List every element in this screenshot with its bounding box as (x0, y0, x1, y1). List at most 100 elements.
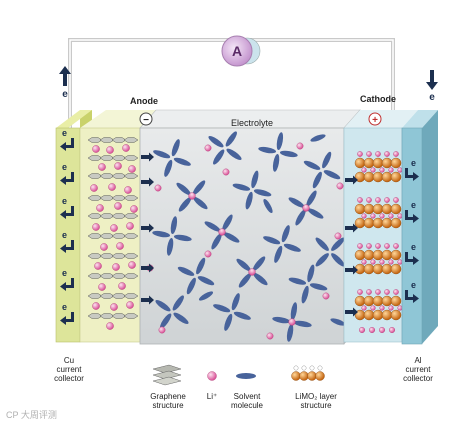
graphene-layer (87, 173, 139, 179)
svg-text:e: e (411, 158, 416, 168)
li-ion (114, 162, 122, 170)
li-ion (388, 213, 394, 219)
watermark: CP 大周评测 (6, 410, 57, 420)
svg-text:e: e (62, 268, 67, 278)
svg-text:e: e (411, 242, 416, 252)
li-ion (397, 305, 403, 311)
solvent-molecules (152, 131, 346, 342)
electron-arrow: e (60, 128, 74, 151)
solvent-cluster (232, 170, 272, 210)
solvent-cluster (208, 131, 242, 165)
solvent-cluster (177, 257, 215, 295)
svg-text:+: + (372, 115, 378, 126)
li-ion (393, 151, 399, 157)
li-ion (94, 262, 102, 270)
li-ion (384, 289, 390, 295)
solvent-cluster (288, 264, 328, 304)
graphene-layer (87, 137, 139, 143)
li-ion (204, 250, 212, 258)
electron-arrow: e (60, 268, 74, 291)
li-ion (222, 168, 230, 176)
li-ion (188, 192, 196, 200)
electron-arrow: e (405, 158, 419, 181)
anode-label: Anode (130, 96, 158, 106)
graphene-layer (87, 293, 139, 299)
li-ion (370, 259, 376, 265)
electron-arrow: e (60, 162, 74, 185)
li-ion (296, 142, 304, 150)
li-ion (366, 243, 372, 249)
li-ion-icon (207, 371, 217, 381)
li-ion (124, 186, 132, 194)
svg-text:e: e (411, 280, 416, 290)
ion-arrow (141, 263, 154, 273)
ion-arrow (141, 152, 154, 162)
li-ion (92, 223, 100, 231)
li-ion (370, 213, 376, 219)
li-ion (154, 184, 162, 192)
ion-arrow (345, 175, 358, 185)
ammeter: A (221, 35, 261, 67)
graphene-layer (87, 313, 139, 319)
li-ion (218, 228, 226, 236)
ion-arrow (345, 223, 358, 233)
li-ion (126, 222, 134, 230)
li-ion (361, 213, 367, 219)
li-ion (108, 183, 116, 191)
electron-arrow: e (60, 230, 74, 253)
solvent-cluster (176, 180, 208, 212)
li-ion (334, 232, 342, 240)
limo2-layers (354, 151, 403, 334)
svg-text:−: − (143, 115, 149, 126)
al-current-collector (401, 110, 438, 345)
li-ion (379, 259, 385, 265)
ammeter-symbol: A (232, 43, 242, 59)
ion-arrow (141, 295, 154, 305)
solvent-cluster (303, 151, 341, 189)
electrolyte-li-ions (146, 142, 344, 340)
electron-arrow: e (405, 200, 419, 223)
solvent-molecule (310, 134, 326, 142)
solvent-molecule-icon (236, 373, 256, 379)
li-ion (379, 167, 385, 173)
limo2-layer (354, 289, 403, 321)
li-ion (336, 182, 344, 190)
solvent-molecule (330, 318, 346, 326)
li-ion (361, 259, 367, 265)
limo2-layer (354, 197, 403, 229)
electrolyte-region: Electrolyte (139, 109, 361, 345)
li-ion (369, 327, 376, 334)
li-ion (370, 167, 376, 173)
li-ion (361, 167, 367, 173)
solvent-cluster (258, 132, 298, 172)
li-ion (128, 261, 136, 269)
svg-text:e: e (411, 200, 416, 210)
li-ion (379, 305, 385, 311)
li-ion (393, 243, 399, 249)
limo2-layer (354, 151, 403, 183)
li-ion (357, 289, 363, 295)
ion-arrow (345, 265, 358, 275)
svg-text:e: e (62, 302, 67, 312)
li-ion (379, 213, 385, 219)
li-ion (266, 332, 274, 340)
ion-arrow (345, 307, 358, 317)
li-ion (106, 146, 114, 154)
li-ion (118, 282, 126, 290)
li-ion (128, 165, 136, 173)
li-ion (375, 243, 381, 249)
solvent-cluster (236, 256, 268, 288)
svg-text:e: e (62, 230, 67, 240)
li-ion (90, 184, 98, 192)
svg-text:e: e (62, 196, 67, 206)
svg-text:e: e (62, 162, 67, 172)
svg-text:e: e (62, 128, 67, 138)
li-ion (302, 204, 310, 212)
li-ion (393, 289, 399, 295)
li-ion (397, 167, 403, 173)
electron-flow-top: e e (59, 66, 438, 103)
solvent-cluster (315, 237, 345, 267)
li-ion (112, 263, 120, 271)
li-ion (388, 259, 394, 265)
cathode-sign: + (368, 112, 382, 126)
